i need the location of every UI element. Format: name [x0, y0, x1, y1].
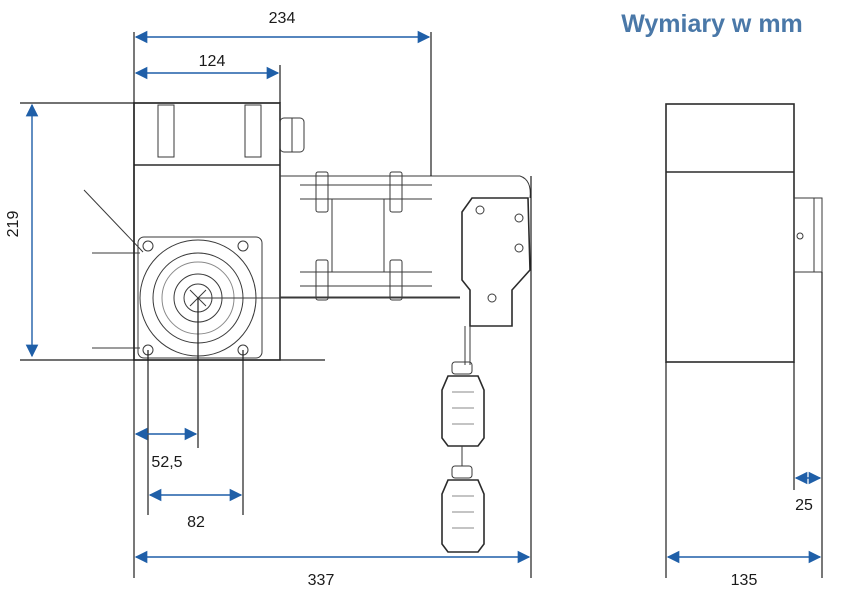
motor-housing [133, 102, 281, 361]
mount-hole-tl [142, 240, 154, 252]
switch-screw-4 [487, 293, 497, 303]
side-housing [665, 103, 795, 363]
extension-lines [133, 32, 532, 578]
dimension-52-5-label: 52,5 [151, 454, 182, 471]
dimension-219: 219 [5, 103, 39, 358]
dimension-234-label: 234 [269, 10, 296, 27]
top-bracket-left [157, 104, 175, 158]
dimension-25: 25 [794, 471, 822, 514]
coupling-4 [389, 259, 403, 301]
weight-cap-lower [451, 465, 473, 479]
switch-cover-line [519, 175, 531, 199]
side-shaft-plate [813, 197, 823, 273]
coupling-3 [315, 259, 329, 301]
dimension-124-label: 124 [199, 53, 226, 70]
limit-switch-box [461, 197, 531, 327]
coupling-1 [315, 171, 329, 213]
weight-body-upper [441, 375, 485, 447]
drawing-title: Wymiary w mm [621, 10, 803, 38]
dimension-337: 337 [134, 550, 531, 589]
switch-screw-3 [514, 243, 524, 253]
dimension-25-label: 25 [795, 497, 813, 514]
dimension-135: 135 [666, 550, 822, 589]
front-view [20, 102, 531, 553]
side-view [665, 103, 823, 578]
dimension-124: 124 [134, 53, 280, 80]
switch-screw-1 [475, 205, 485, 215]
leader-line [83, 189, 144, 253]
mount-hole-tr [237, 240, 249, 252]
dimension-337-label: 337 [308, 572, 335, 589]
dimension-135-label: 135 [731, 572, 758, 589]
dimension-82-label: 82 [187, 514, 205, 531]
top-bracket-right [244, 104, 262, 158]
switch-screw-2 [514, 213, 524, 223]
dimension-219-label: 219 [5, 211, 22, 238]
dimension-52-5: 52,5 [134, 427, 198, 471]
weight-body-lower [441, 479, 485, 553]
coupling-2 [389, 171, 403, 213]
side-shaft-bolt [796, 232, 804, 240]
weight-cap-upper [451, 361, 473, 375]
dimension-82: 82 [148, 488, 243, 531]
dimension-234: 234 [134, 10, 431, 44]
